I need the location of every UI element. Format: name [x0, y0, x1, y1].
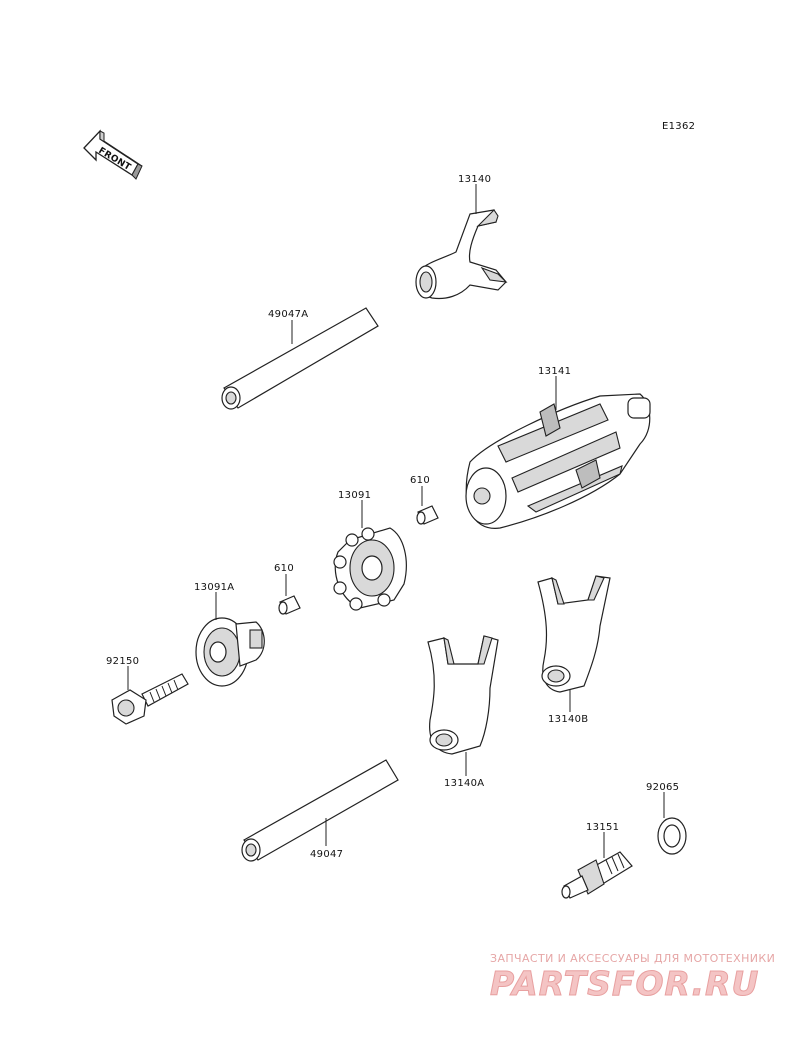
cam-plate-13091A: [195, 617, 265, 687]
label-92065: 92065: [646, 782, 679, 793]
label-49047A: 49047A: [268, 309, 308, 320]
label-13140B: 13140B: [548, 714, 588, 725]
watermark-tagline: ЗАПЧАСТИ И АКСЕССУАРЫ ДЛЯ МОТОТЕХНИКИ: [490, 952, 776, 965]
rod-49047: [241, 759, 399, 862]
diagram-code: E1362: [662, 121, 695, 132]
shift-fork-13140B: [537, 575, 611, 693]
label-13091A: 13091A: [194, 582, 234, 593]
washer-92065: [657, 817, 687, 855]
label-13140A: 13140A: [444, 778, 484, 789]
shift-fork-13140A: [427, 635, 499, 755]
rod-49047A: [221, 307, 379, 410]
pin-610-lower: [278, 595, 301, 615]
front-arrow-icon: FRONT: [83, 129, 143, 180]
shift-fork-13140: [415, 209, 508, 300]
switch-13151: [561, 851, 633, 899]
cam-hub-13091: [333, 527, 407, 611]
label-49047: 49047: [310, 849, 343, 860]
watermark-logo: PARTSFOR.RU: [489, 964, 760, 1004]
label-92150: 92150: [106, 656, 139, 667]
bolt-92150: [111, 673, 189, 725]
shift-drum-13141: [465, 393, 651, 529]
label-13141: 13141: [538, 366, 571, 377]
label-13151: 13151: [586, 822, 619, 833]
label-13140: 13140: [458, 174, 491, 185]
label-610-lower: 610: [274, 563, 294, 574]
label-610-upper: 610: [410, 475, 430, 486]
pin-610-upper: [416, 505, 439, 525]
label-13091: 13091: [338, 490, 371, 501]
